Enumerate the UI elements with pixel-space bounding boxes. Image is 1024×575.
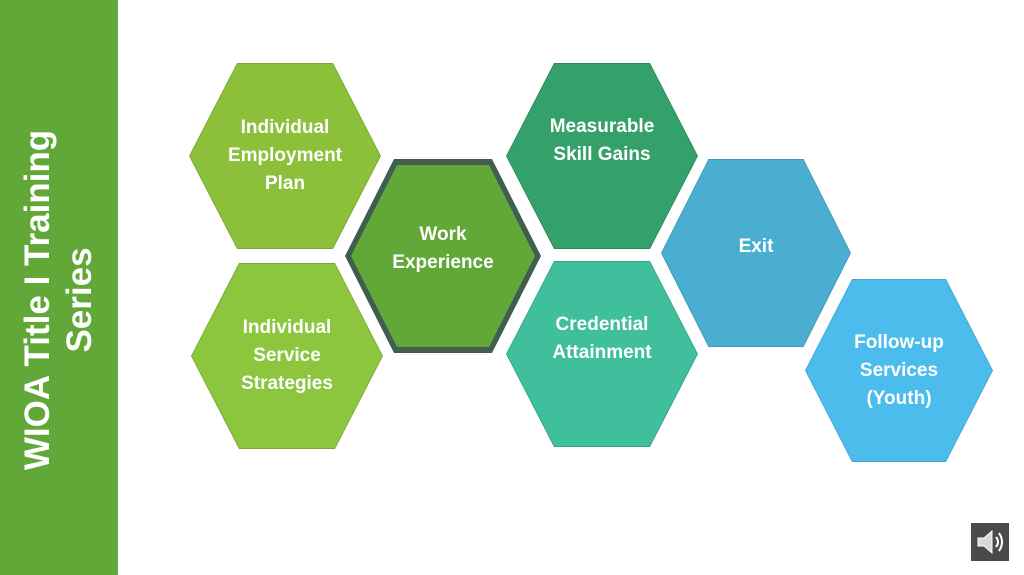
hex-label: Work Experience: [392, 224, 494, 273]
hex-credential-attainment: Credential Attainment: [506, 261, 698, 447]
hex-label: Individual Employment Plan: [227, 117, 343, 194]
audio-button[interactable]: [970, 522, 1010, 562]
hex-label: Measurable Skill Gains: [549, 116, 655, 165]
hex-individual-employment-plan: Individual Employment Plan: [189, 63, 381, 249]
slide-title: WIOA Title I Training Series: [18, 129, 99, 471]
hex-individual-service-strategies: Individual Service Strategies: [191, 263, 383, 449]
hex-label: Credential Attainment: [552, 314, 652, 363]
sidebar: WIOA Title I Training Series: [0, 0, 118, 575]
speaker-icon: [977, 529, 1003, 555]
hex-exit: Exit: [661, 159, 851, 347]
hex-label: Exit: [738, 236, 774, 257]
hex-label: Individual Service Strategies: [241, 317, 333, 394]
hex-follow-up-services: Follow-up Services (Youth): [805, 279, 993, 462]
hex-measurable-skill-gains: Measurable Skill Gains: [506, 63, 698, 249]
hex-label: Follow-up Services (Youth): [854, 331, 944, 409]
hex-work-experience: Work Experience: [345, 159, 541, 353]
